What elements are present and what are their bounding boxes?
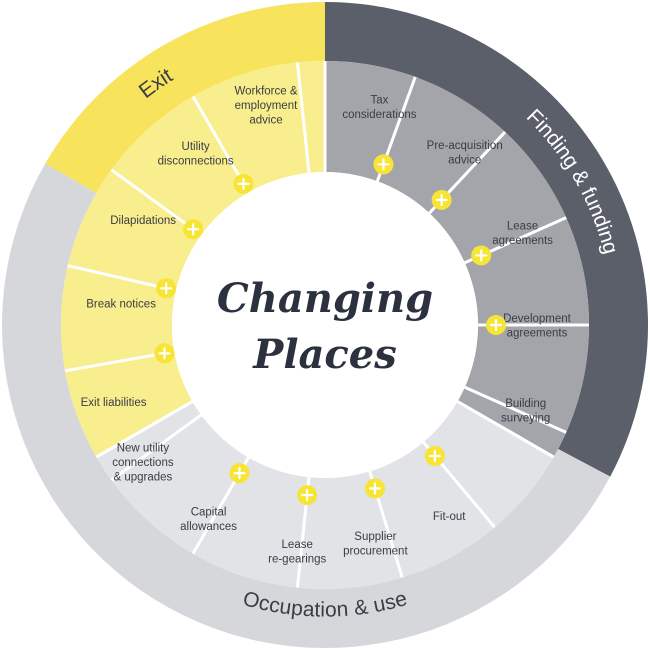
plus-icon: [364, 478, 385, 499]
segment-label: Pre-acquisition advice: [427, 140, 503, 167]
segment-label-line: Lease: [507, 221, 538, 233]
outer-band-exit: [45, 2, 325, 193]
segment-label: Supplier procurement: [343, 531, 408, 558]
segment-label: New utility connections & upgrades: [112, 443, 174, 484]
segment-label-line: advice: [249, 114, 282, 126]
plus-icon: [373, 154, 394, 175]
segment-divider: [464, 385, 567, 434]
center-title-line-1: Changing: [217, 275, 433, 322]
segment-label: Lease re-gearings: [268, 539, 326, 566]
segment-label-line: Break notices: [86, 299, 156, 311]
segment-label-line: agreements: [507, 327, 568, 339]
segment-label-line: Development: [503, 313, 572, 325]
center-circle: [172, 172, 478, 478]
segment-label-line: procurement: [343, 546, 408, 558]
segment-divider: [95, 400, 194, 459]
segment-label-line: advice: [448, 155, 481, 167]
segment-label-line: employment: [235, 100, 298, 112]
segment-label-line: considerations: [342, 109, 416, 121]
segment-label: Building surveying: [501, 398, 550, 425]
segment-label-line: Pre-acquisition: [427, 140, 503, 152]
plus-icon: [183, 219, 204, 240]
segment-label: Capital allowances: [180, 506, 237, 533]
segment-label-line: Fit-out: [433, 511, 466, 523]
segment-label-line: surveying: [501, 412, 550, 424]
segment-label-line: re-gearings: [268, 554, 326, 566]
segment-label-line: Building: [505, 398, 546, 410]
segment-label-line: allowances: [180, 521, 237, 533]
segment-label-line: Exit liabilities: [81, 397, 147, 409]
segment-label-line: agreements: [492, 235, 553, 247]
plus-icon: [229, 463, 250, 484]
segment-label: Lease agreements: [492, 221, 553, 248]
segment-divider: [295, 62, 311, 173]
segment-label-line: Lease: [282, 539, 313, 551]
segment-label-line: New utility: [117, 443, 170, 455]
plus-icon: [156, 278, 177, 299]
plus-icon: [431, 189, 452, 210]
segment-label-line: Workforce &: [234, 85, 297, 97]
segment-label: Tax considerations: [342, 94, 416, 121]
segment-label: Exit liabilities: [81, 397, 147, 409]
plus-icon: [486, 315, 506, 335]
inner-band-exit: [61, 61, 326, 457]
segment-label: Fit-out: [433, 511, 466, 523]
segment-label-line: & upgrades: [113, 472, 172, 484]
segment-label-line: Tax: [370, 94, 388, 106]
plus-icon: [424, 445, 445, 466]
plus-icon: [471, 245, 492, 266]
center-title-line-2: Places: [252, 331, 397, 378]
segment-label-line: Dilapidations: [110, 215, 176, 227]
segment-divider: [456, 400, 555, 459]
segment-label: Development agreements: [503, 313, 572, 340]
segment-label: Break notices: [86, 299, 156, 311]
segment-label-line: Capital: [191, 506, 227, 518]
segment-label: Dilapidations: [110, 215, 176, 227]
segment-label: Utility disconnections: [158, 141, 234, 168]
plus-icons: [154, 154, 506, 506]
segment-label-line: disconnections: [158, 156, 234, 168]
outer-band-finding: [325, 2, 648, 477]
segment-label-line: Supplier: [354, 531, 396, 543]
segment-label-line: Utility: [182, 141, 210, 153]
plus-icon: [154, 343, 175, 364]
outer-band-occupation: [1, 163, 611, 649]
segment-label-line: connections: [112, 457, 174, 469]
plus-icon: [297, 485, 318, 506]
segment-label: Workforce & employment advice: [234, 85, 298, 126]
segment-divider: [110, 413, 203, 482]
plus-icon: [233, 173, 254, 194]
